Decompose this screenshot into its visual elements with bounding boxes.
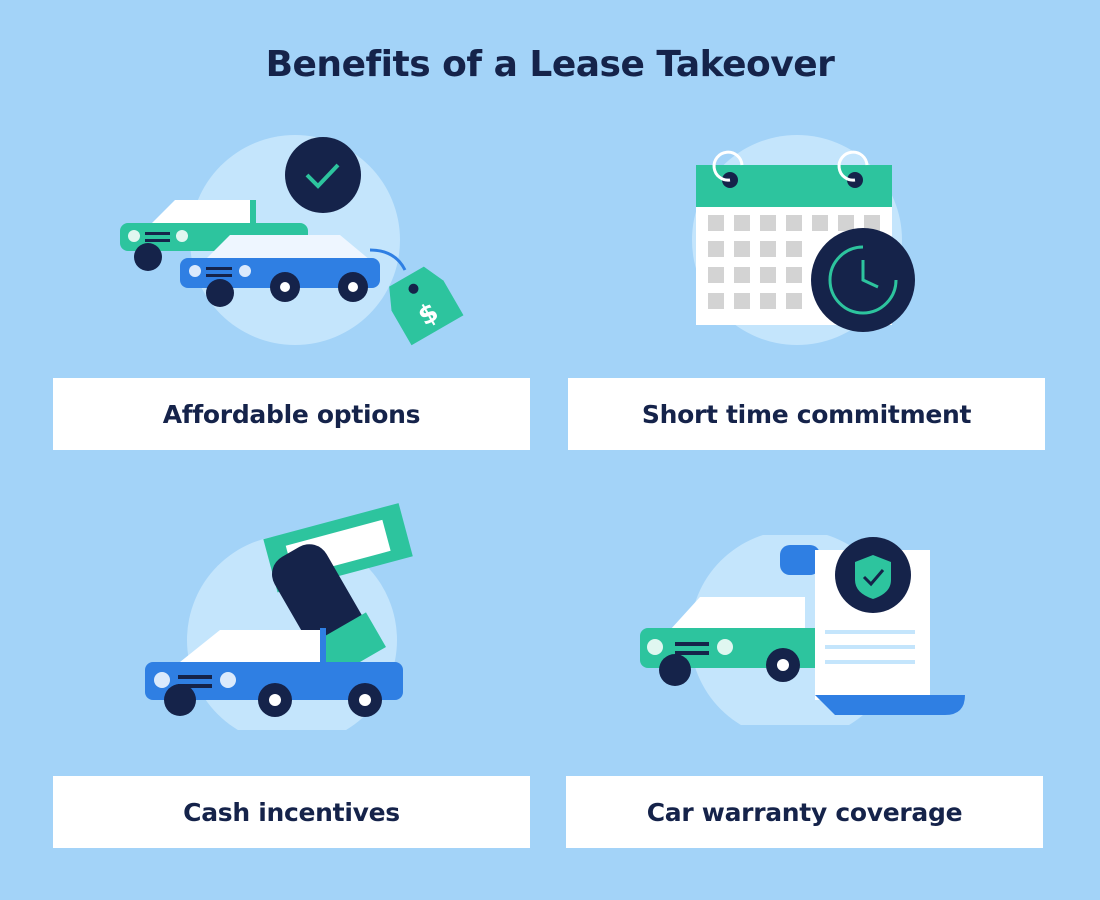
price-tag-icon: $ xyxy=(389,266,464,346)
benefit-car-warranty-coverage: Car warranty coverage xyxy=(566,776,1043,848)
blue-car-icon xyxy=(145,628,403,717)
blue-car-icon xyxy=(180,235,380,307)
page-title: Benefits of a Lease Takeover xyxy=(265,44,835,85)
car-warranty-document-icon xyxy=(640,535,965,725)
benefit-cash-incentives: Cash incentives xyxy=(53,776,530,848)
benefit-label: Short time commitment xyxy=(641,399,972,429)
green-car-icon xyxy=(640,597,840,686)
checkmark-badge-icon xyxy=(285,137,361,213)
calendar-clock-icon xyxy=(692,135,915,345)
shield-check-icon xyxy=(835,537,911,613)
benefit-short-time-commitment: Short time commitment xyxy=(568,378,1045,450)
benefit-affordable-options: Affordable options xyxy=(53,378,530,450)
benefit-label: Cash incentives xyxy=(183,797,400,827)
cars-price-tag-icon: $ xyxy=(120,135,464,346)
benefit-label: Car warranty coverage xyxy=(646,797,963,827)
clock-icon xyxy=(811,228,915,332)
benefit-label: Affordable options xyxy=(162,399,421,429)
car-cash-hand-icon xyxy=(145,503,413,730)
